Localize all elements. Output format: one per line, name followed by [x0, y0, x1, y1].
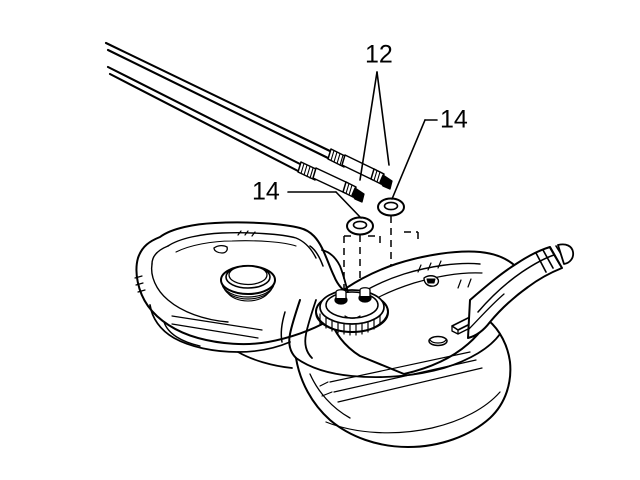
- fuel-tank-body: [134, 221, 575, 448]
- callout-label-14-right: 14: [440, 106, 468, 134]
- callout-label-12: 12: [365, 41, 393, 69]
- fuel-sender-unit: [315, 287, 389, 336]
- callout-12-leaders: [359, 71, 390, 181]
- filler-neck-opening: [220, 264, 276, 302]
- grommet-upper: [377, 197, 405, 217]
- callout-14-left-leader: [287, 191, 362, 219]
- fuel-line-lower: [106, 65, 365, 203]
- filler-tube: [467, 243, 575, 339]
- callout-14-right-leader: [391, 119, 438, 200]
- fuel-line-upper: [104, 41, 393, 190]
- grommet-lower: [346, 216, 374, 236]
- callout-label-14-left: 14: [252, 178, 280, 206]
